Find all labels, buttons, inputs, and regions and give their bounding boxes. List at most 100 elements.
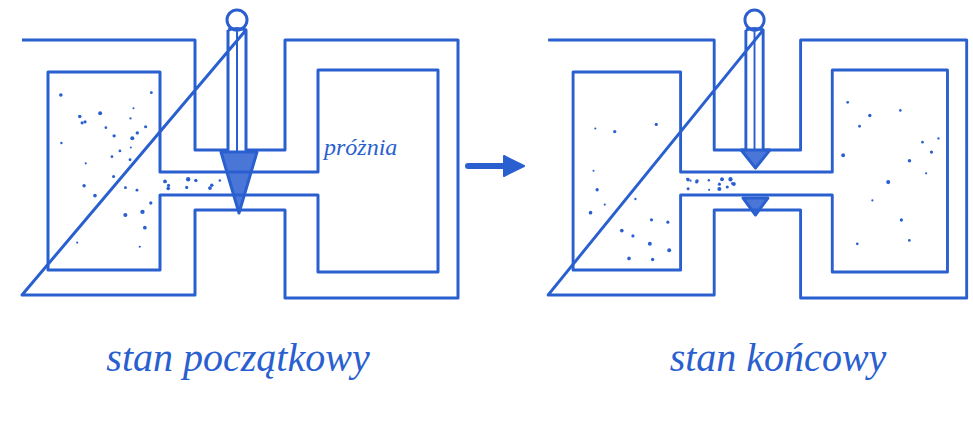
gas-particle — [149, 201, 152, 204]
arrow-shaft — [468, 163, 508, 169]
gas-particle — [166, 187, 170, 191]
gas-particle — [593, 170, 595, 172]
gas-particle — [871, 199, 873, 201]
gas-particle — [841, 153, 845, 157]
gas-particle — [93, 194, 97, 198]
gas-particle — [112, 175, 115, 178]
gas-particle — [78, 115, 81, 118]
gas-particle — [720, 177, 724, 181]
gas-particle — [163, 179, 167, 183]
gas-particle — [858, 125, 861, 128]
gas-particle — [185, 186, 188, 189]
gas-particle — [695, 179, 698, 183]
gas-particle — [59, 93, 63, 97]
gas-particle — [620, 229, 624, 233]
gas-particle — [732, 182, 736, 186]
gas-particles — [589, 101, 940, 261]
gas-particle — [899, 109, 902, 112]
gas-particle — [868, 114, 871, 117]
gas-particle — [143, 226, 147, 230]
gas-particle — [144, 125, 147, 128]
gas-particle — [105, 126, 108, 129]
gas-particle — [76, 242, 78, 244]
gas-particle — [687, 187, 690, 190]
gas-particle — [648, 242, 652, 246]
arrow-head — [504, 156, 524, 176]
valve-rod — [236, 30, 238, 152]
gas-particle — [195, 180, 197, 182]
gas-particle — [651, 258, 654, 261]
valve-cone-closed — [221, 152, 257, 213]
gas-particle — [690, 180, 692, 182]
gas-particle — [84, 120, 87, 123]
gas-particle — [129, 117, 131, 119]
gas-particle — [937, 137, 939, 139]
gas-particle — [708, 179, 710, 182]
gas-particle — [695, 180, 698, 183]
gas-particle — [930, 150, 933, 153]
gas-particle — [130, 147, 132, 149]
gas-particle — [98, 111, 102, 115]
gas-particle — [686, 178, 688, 180]
gas-particle — [708, 189, 710, 191]
gas-particle — [921, 141, 924, 144]
gas-particle — [81, 121, 84, 124]
gas-particle — [604, 203, 606, 205]
gas-particle — [129, 158, 132, 161]
gas-particle — [594, 127, 596, 129]
gas-particle — [634, 198, 636, 200]
gas-particle — [886, 180, 890, 184]
gas-particle — [650, 218, 653, 221]
gas-particle — [140, 210, 144, 214]
gas-particle — [111, 155, 114, 158]
gas-particle — [139, 246, 141, 248]
gas-particle — [130, 136, 134, 140]
gas-particle — [717, 187, 721, 191]
gas-particle — [123, 213, 127, 217]
gas-particle — [900, 218, 903, 221]
gas-particle — [186, 177, 190, 181]
valve-seat — [743, 198, 768, 215]
gas-particle — [167, 184, 170, 187]
final-state — [548, 10, 967, 298]
gas-particle — [132, 107, 134, 109]
valve-rod — [754, 30, 756, 150]
gas-particle — [667, 248, 671, 252]
state-caption: stan początkowy — [106, 336, 369, 380]
gas-particle — [82, 184, 85, 187]
gas-particle — [150, 91, 153, 94]
gas-particle — [119, 150, 122, 153]
gas-particle — [85, 162, 87, 164]
gas-particle — [666, 221, 669, 224]
gas-particle — [627, 257, 631, 261]
gas-particle — [631, 234, 634, 237]
gas-particle — [596, 188, 599, 191]
gas-particle — [925, 172, 927, 174]
gas-particle — [136, 131, 139, 134]
gas-particle — [718, 183, 721, 186]
gas-particle — [856, 242, 859, 245]
valve-cone-open — [741, 150, 770, 168]
gas-particle — [124, 186, 127, 189]
gas-particle — [219, 179, 221, 181]
gas-particle — [136, 189, 139, 192]
gas-particle — [613, 130, 616, 133]
transition-arrow — [468, 156, 524, 176]
gas-particle — [908, 159, 911, 163]
vessel — [548, 10, 967, 298]
gas-particle — [655, 123, 658, 126]
gas-particle — [210, 184, 213, 187]
gas-particle — [728, 177, 732, 181]
gas-particle — [846, 101, 849, 104]
gas-particle — [194, 179, 197, 182]
gas-particles — [59, 91, 221, 248]
state-caption: stan końcowy — [670, 336, 887, 380]
initial-state — [22, 10, 458, 298]
gas-particle — [726, 185, 729, 188]
gas-particle — [908, 239, 911, 242]
gas-particle — [686, 178, 689, 182]
vessel — [22, 10, 458, 298]
gas-particle — [60, 142, 62, 144]
vacuum-label: próżnia — [324, 134, 397, 160]
